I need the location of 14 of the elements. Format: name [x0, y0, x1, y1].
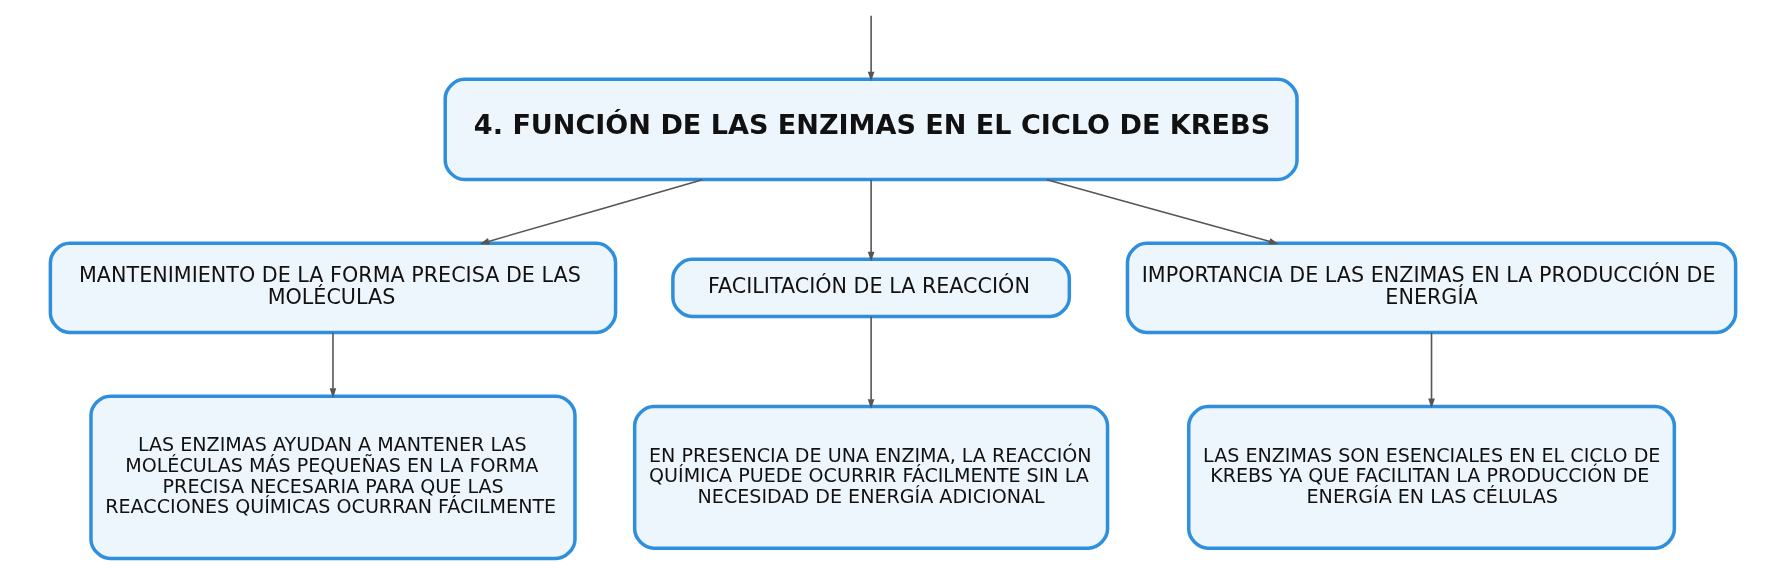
node-box: LAS ENZIMAS SON ESENCIALES EN EL CICLO DE KREBS YA QUE FACILITAN LA PRODUCCIÓN DE ENERGÍA EN LAS CÉLULAS — [1186, 404, 1676, 550]
node-box: LAS ENZIMAS AYUDAN A MANTENER LAS MOLÉCULAS MÁS PEQUEÑAS EN LA FORMA PRECISA NECESARIA PARA QUE LAS REACCIONES QUÍMICAS OCURRAN FÁCILMENTE — [88, 394, 577, 561]
arrow — [1427, 331, 1435, 409]
node-box: IMPORTANCIA DE LAS ENZIMAS EN LA PRODUCCIÓN DE ENERGÍA — [1125, 241, 1737, 335]
arrow — [1045, 178, 1279, 245]
arrow — [867, 315, 874, 409]
arrow — [329, 331, 336, 398]
node-box: 4. FUNCIÓN DE LAS ENZIMAS EN EL CICLO DE KREBS — [442, 77, 1299, 182]
node-box: EN PRESENCIA DE UNA ENZIMA, LA REACCIÓN QUÍMICA PUEDE OCURRIR FÁCILMENTE SIN LA NECESIDAD DE ENERGÍA ADICIONAL — [632, 404, 1109, 550]
arrow — [867, 14, 874, 82]
arrow — [479, 178, 703, 245]
node-box: MANTENIMIENTO DE LA FORMA PRECISA DE LAS MOLÉCULAS — [48, 241, 617, 335]
node-box: FACILITACIÓN DE LA REACCIÓN — [670, 257, 1071, 319]
arrow — [867, 178, 874, 262]
